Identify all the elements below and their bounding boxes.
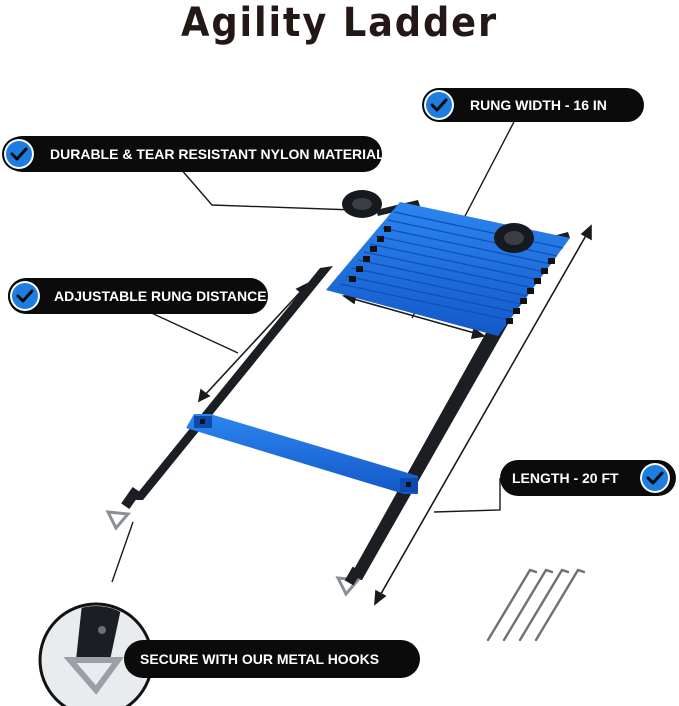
page-title: Agility Ladder [181, 0, 498, 46]
check-icon [8, 279, 42, 313]
hooks-callout: SECURE WITH OUR METAL HOOKS [124, 640, 420, 678]
rung-width-arrow [349, 297, 479, 335]
leader-lines [111, 117, 518, 583]
hooks-label: SECURE WITH OUR METAL HOOKS [140, 651, 380, 667]
dimension-arrows [197, 224, 592, 606]
rung-seams [339, 211, 564, 321]
single-rung [186, 414, 418, 494]
leader-hooks [111, 521, 134, 583]
length-arrow [377, 231, 589, 600]
material-label: DURABLE & TEAR RESISTANT NYLON MATERIAL [50, 146, 385, 162]
rung-distance-arrow [202, 287, 305, 398]
check-icon [2, 137, 36, 171]
rung-distance-callout: ADJUSTABLE RUNG DISTANCE [8, 278, 268, 314]
rung-width-callout: RUNG WIDTH - 16 IN [424, 88, 644, 122]
material-callout: DURABLE & TEAR RESISTANT NYLON MATERIAL [4, 136, 385, 172]
right-strap [348, 322, 508, 580]
metal-hook-icon [105, 510, 362, 597]
check-icon [638, 461, 672, 495]
ground-stake-icon [486, 568, 586, 642]
leader-length [433, 478, 501, 513]
rung-grommets [349, 226, 555, 324]
handle-loops [342, 190, 534, 253]
left-strap [132, 266, 333, 500]
stacked-rungs [326, 202, 570, 336]
rung-distance-label: ADJUSTABLE RUNG DISTANCE [54, 288, 267, 304]
leader-rung-distance [144, 309, 239, 354]
rung-width-label: RUNG WIDTH - 16 IN [470, 97, 607, 113]
length-label: LENGTH - 20 FT [512, 470, 619, 486]
check-icon [422, 88, 456, 122]
